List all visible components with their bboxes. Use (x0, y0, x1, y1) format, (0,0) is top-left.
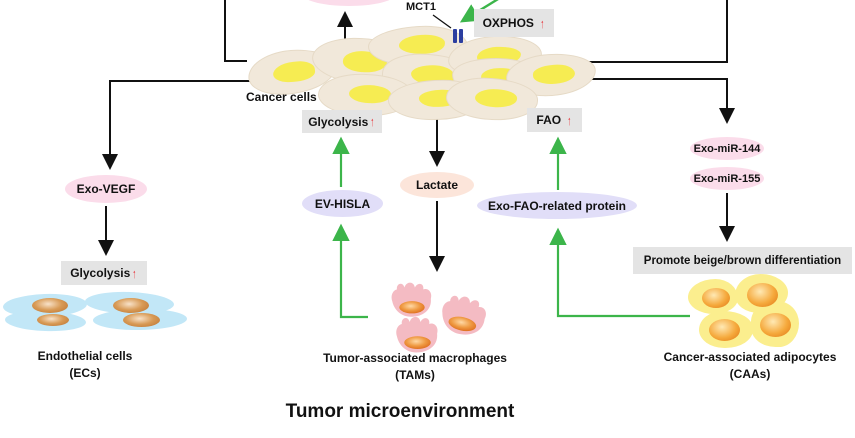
arrow-tams-to-ev-hisla (332, 223, 368, 319)
endothelial-cell-nucleus (123, 313, 160, 327)
endothelial-cell-nucleus (37, 314, 69, 326)
arrow-cancer-to-exo-mir (590, 78, 735, 124)
adipocyte-nucleus (747, 283, 778, 307)
up-arrow-icon: ↑ (540, 15, 544, 31)
glycolysis-cancer-label: Glycolysis (308, 114, 369, 129)
mct1-transporter-bar (459, 29, 463, 43)
fao-box: FAO ↑ (527, 108, 582, 132)
cancer-cell-nucleus (398, 34, 446, 55)
arrow-top-right-elbow (583, 0, 728, 63)
top-partial-vesicle (303, 0, 395, 6)
macrophages-abbr: (TAMs) (395, 368, 435, 383)
cancer-cells-label: Cancer cells (246, 90, 317, 104)
endothelial-name: Endothelial cells (37, 349, 133, 363)
promote-beige-brown-label: Promote beige/brown differentiation (643, 254, 842, 267)
glycolysis-ec-label: Glycolysis (70, 266, 131, 280)
adipocytes-name: Cancer-associated adipocytes (663, 350, 837, 364)
promote-beige-brown-box: Promote beige/brown differentiation (633, 247, 852, 274)
up-arrow-icon: ↑ (370, 114, 375, 129)
mct1-transporter-bar (453, 29, 457, 43)
up-arrow-icon: ↑ (567, 112, 572, 128)
adipocytes-abbr: (CAAs) (729, 367, 771, 382)
exo-mir-155-vesicle: Exo-miR-155 (690, 167, 764, 190)
ev-hisla-vesicle: EV-HISLA (302, 190, 383, 217)
glycolysis-ec-box: Glycolysis↑ (61, 261, 147, 285)
adipocyte-nucleus (702, 288, 730, 308)
macrophage-cell (438, 292, 489, 339)
endothelial-cell-nucleus (113, 298, 149, 313)
adipocyte-nucleus (709, 319, 740, 341)
diagram-title: Tumor microenvironment (285, 401, 515, 422)
arrow-caas-to-exo-fao (549, 227, 690, 318)
macrophage-cell (396, 316, 438, 353)
exo-fao-related-protein-vesicle: Exo-FAO-related protein (477, 192, 637, 219)
macrophages-name: Tumor-associated macrophages (323, 351, 507, 365)
exo-vegf-vesicle: Exo-VEGF (65, 175, 147, 203)
cancer-cell-nucleus (348, 84, 392, 104)
macrophage-cell (391, 282, 432, 317)
mct1-label: MCT1 (406, 1, 436, 13)
endothelial-group-label: Endothelial cells (ECs) (15, 348, 155, 383)
cancer-cell-nucleus (272, 59, 316, 84)
macrophages-group-label: Tumor-associated macrophages (TAMs) (305, 350, 525, 385)
oxphos-box: OXPHOS ↑ (474, 9, 554, 37)
adipocyte-nucleus (760, 313, 791, 337)
lactate-vesicle: Lactate (400, 172, 474, 198)
arrow-cancer-to-exo-vegf (102, 80, 262, 170)
exo-mir-144-vesicle: Exo-miR-144 (690, 137, 764, 160)
glycolysis-cancer-box: Glycolysis↑ (302, 110, 382, 133)
cancer-cell-nucleus (474, 88, 518, 109)
cancer-cell-nucleus (532, 63, 576, 86)
endothelial-abbr: (ECs) (69, 366, 101, 381)
adipocytes-group-label: Cancer-associated adipocytes (CAAs) (650, 349, 850, 384)
fao-label: FAO (536, 113, 562, 127)
up-arrow-icon: ↑ (132, 265, 137, 281)
oxphos-label: OXPHOS (482, 16, 534, 30)
endothelial-cell-nucleus (32, 298, 68, 313)
arrow-top-left-elbow (224, 0, 247, 62)
